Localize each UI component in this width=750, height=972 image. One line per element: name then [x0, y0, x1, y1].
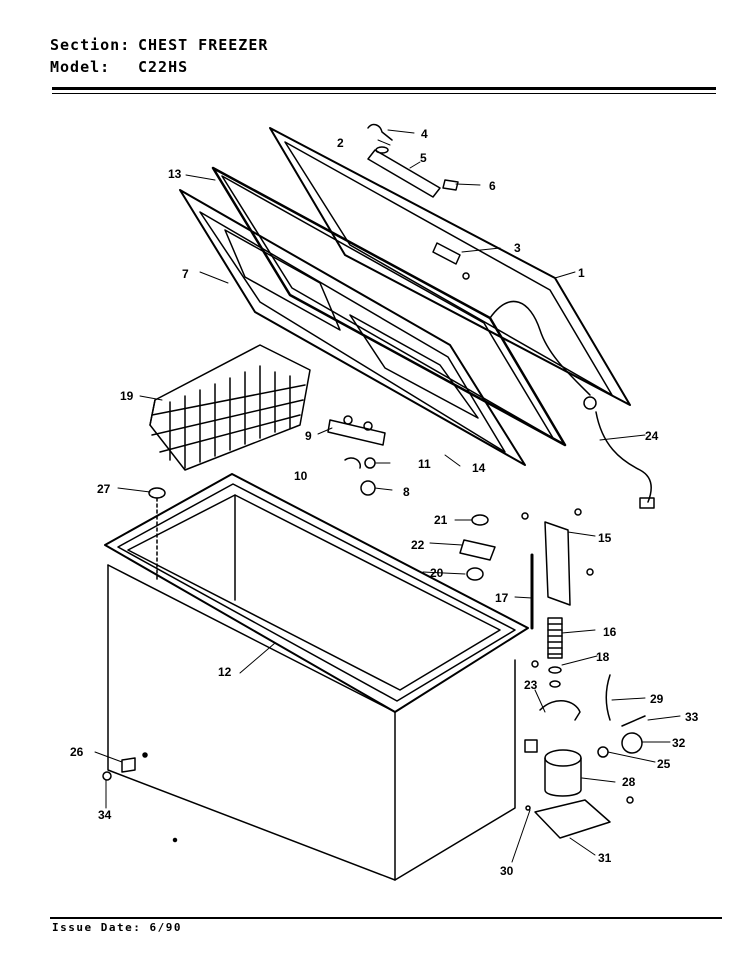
lid-hinge-bar	[367, 123, 459, 198]
callout-3: 3	[514, 241, 521, 255]
footer-rule	[50, 917, 722, 919]
callout-19: 19	[120, 389, 134, 403]
callout-15: 15	[598, 531, 612, 545]
cabinet-small-parts	[102, 487, 166, 781]
callout-31: 31	[598, 851, 612, 865]
callout-12: 12	[218, 665, 232, 679]
issue-date: Issue Date: 6/90	[52, 921, 182, 934]
callout-28: 28	[622, 775, 636, 789]
callout-21: 21	[434, 513, 448, 527]
leader-lines	[94, 129, 681, 863]
section-label: Section:	[50, 36, 131, 54]
callout-34: 34	[98, 808, 112, 822]
callout-7: 7	[182, 267, 189, 281]
callout-30: 30	[500, 864, 514, 878]
callout-8: 8	[403, 485, 410, 499]
spring-grommet	[531, 617, 563, 688]
model-value: C22HS	[138, 58, 189, 76]
callout-14: 14	[472, 461, 486, 475]
callout-20: 20	[430, 566, 444, 580]
model-label: Model:	[50, 58, 111, 76]
compressor-assembly	[524, 674, 646, 839]
callout-labels: 1 2 3 4 5 6 7 8 9 10 11 12 13 14 15 16 1…	[70, 127, 699, 878]
callout-17: 17	[495, 591, 509, 605]
issue-date-value: 6/90	[149, 921, 182, 934]
callout-23: 23	[524, 678, 538, 692]
callout-29: 29	[650, 692, 664, 706]
callout-22: 22	[411, 538, 425, 552]
callout-25: 25	[657, 757, 671, 771]
callout-11: 11	[418, 457, 431, 471]
callout-33: 33	[685, 710, 699, 724]
callout-4: 4	[421, 127, 428, 141]
wire-basket	[149, 344, 311, 471]
callout-13: 13	[168, 167, 182, 181]
issue-date-label: Issue Date:	[52, 921, 142, 934]
power-cord	[489, 300, 655, 509]
light-assembly	[327, 415, 386, 496]
thermostat-bracket	[459, 508, 594, 630]
callout-9: 9	[305, 429, 312, 443]
lid-outer-frame	[269, 127, 631, 406]
lid-latch	[432, 242, 470, 280]
section-line: Section: CHEST FREEZER	[50, 36, 268, 54]
freezer-cabinet	[104, 473, 529, 881]
callout-5: 5	[420, 151, 427, 165]
lid-liner	[179, 189, 526, 466]
section-value: CHEST FREEZER	[138, 36, 269, 54]
callout-6: 6	[489, 179, 496, 193]
callout-32: 32	[672, 736, 686, 750]
header-rule-thick	[52, 87, 716, 90]
callout-2: 2	[337, 136, 344, 150]
lid-gasket	[211, 166, 567, 447]
model-line: Model: C22HS	[50, 58, 188, 76]
callout-1: 1	[578, 266, 585, 280]
callout-16: 16	[603, 625, 617, 639]
callout-18: 18	[596, 650, 610, 664]
callout-27: 27	[97, 482, 111, 496]
header-rule-thin	[52, 93, 716, 94]
callout-10: 10	[294, 469, 308, 483]
callout-24: 24	[645, 429, 659, 443]
callout-26: 26	[70, 745, 84, 759]
